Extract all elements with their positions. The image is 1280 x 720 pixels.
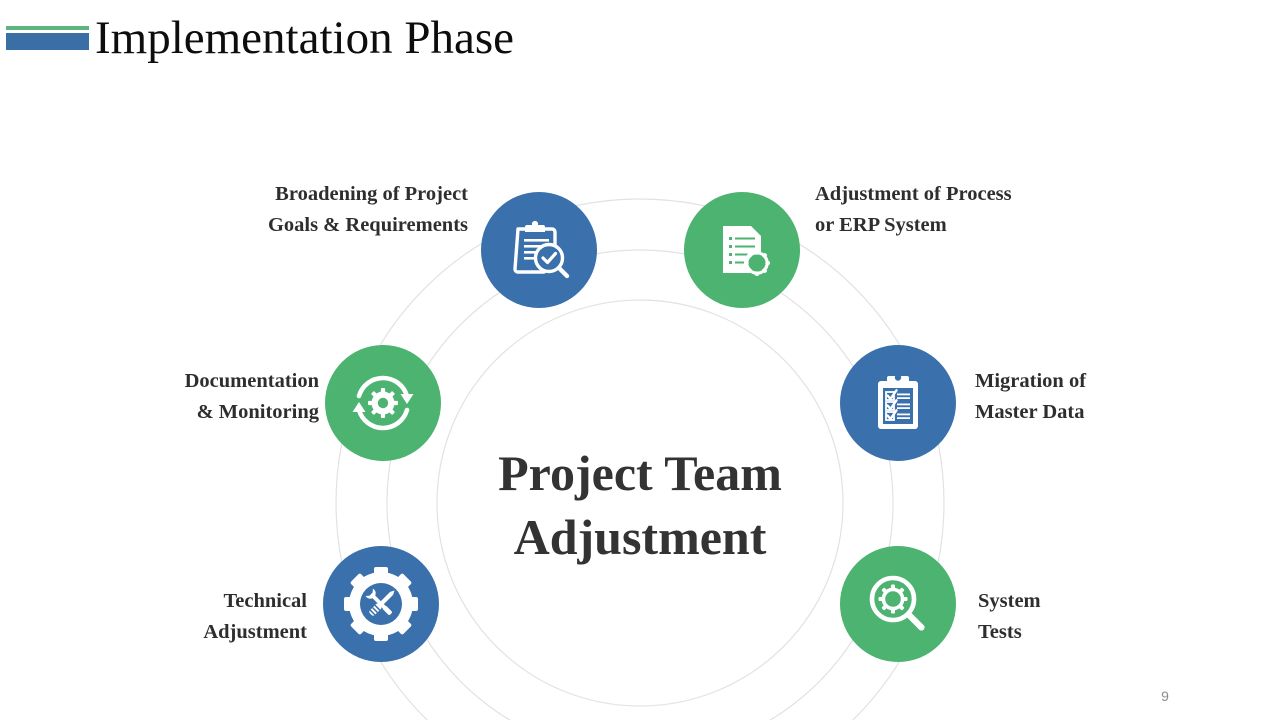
title-accent-rule-green — [6, 26, 89, 30]
diagram-node-technical-adjustment[interactable] — [323, 546, 439, 662]
node-circle[interactable] — [684, 192, 800, 308]
magnifier-gear-icon — [869, 575, 925, 631]
cycle-gear-icon — [352, 375, 414, 431]
diagram-node-label: Technical Adjustment — [203, 590, 307, 643]
diagram-node-label: Migration of Master Data — [975, 370, 1087, 423]
node-circle[interactable] — [325, 345, 441, 461]
diagram-node-broadening-of-project-goals[interactable] — [481, 192, 597, 308]
node-circle[interactable] — [323, 546, 439, 662]
diagram-node-label: System Tests — [978, 590, 1041, 643]
diagram-node-adjustment-of-process-or-erp-system[interactable] — [684, 192, 800, 308]
diagram-node-label: Documentation & Monitoring — [184, 370, 319, 423]
node-circle[interactable] — [481, 192, 597, 308]
diagram-node-label: Broadening of Project Goals & Requiremen… — [267, 183, 468, 236]
diagram-node-documentation-and-monitoring[interactable] — [325, 345, 441, 461]
diagram-node-system-tests[interactable] — [840, 546, 956, 662]
node-circle[interactable] — [840, 345, 956, 461]
page-title: Implementation Phase — [95, 12, 514, 64]
clipboard-magnifier-check-icon — [513, 220, 570, 279]
page-number: 9 — [1161, 688, 1169, 704]
diagram-node-label: Adjustment of Process or ERP System — [815, 183, 1012, 236]
node-circle[interactable] — [840, 546, 956, 662]
diagram-node-migration-of-master-data[interactable] — [840, 345, 956, 461]
title-accent-bar — [6, 26, 89, 52]
document-gear-icon — [723, 226, 770, 276]
gear-tools-icon — [344, 567, 418, 641]
clipboard-checklist-icon — [878, 374, 918, 429]
title-accent-rule-blue — [6, 33, 89, 50]
diagram-center-title: Project Team Adjustment — [498, 445, 782, 565]
